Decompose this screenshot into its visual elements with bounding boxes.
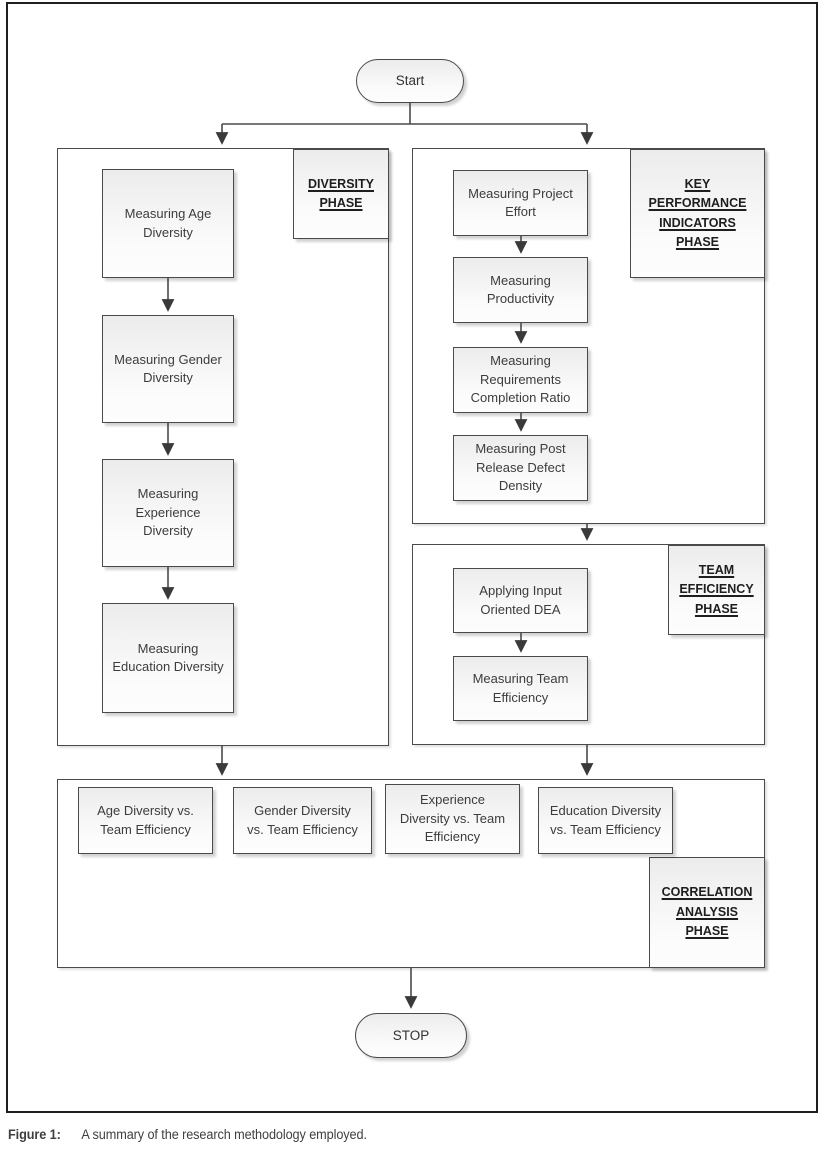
step-experience-diversity-vs-team-efficiency: Experience Diversity vs. Team Efficiency bbox=[385, 784, 520, 854]
kpi-phase-label: KEY PERFORMANCE INDICATORS PHASE bbox=[630, 149, 765, 278]
figure-caption-text: A summary of the research methodology em… bbox=[81, 1127, 367, 1142]
step-measuring-project-effort: Measuring Project Effort bbox=[453, 170, 588, 236]
step-measuring-requirements-completion-ratio: Measuring Requirements Completion Ratio bbox=[453, 347, 588, 413]
step-measuring-gender-diversity: Measuring Gender Diversity bbox=[102, 315, 234, 423]
step-age-diversity-vs-team-efficiency: Age Diversity vs. Team Efficiency bbox=[78, 787, 213, 854]
step-gender-diversity-vs-team-efficiency: Gender Diversity vs. Team Efficiency bbox=[233, 787, 372, 854]
figure-caption: Figure 1: A summary of the research meth… bbox=[8, 1127, 704, 1142]
step-education-diversity-vs-team-efficiency: Education Diversity vs. Team Efficiency bbox=[538, 787, 673, 854]
step-applying-input-oriented-dea: Applying Input Oriented DEA bbox=[453, 568, 588, 633]
stop-node: STOP bbox=[355, 1013, 467, 1058]
figure-caption-label: Figure 1: bbox=[8, 1127, 61, 1142]
step-measuring-productivity: Measuring Productivity bbox=[453, 257, 588, 323]
step-measuring-post-release-defect-density: Measuring Post Release Defect Density bbox=[453, 435, 588, 501]
correlation-phase-label: CORRELATION ANALYSIS PHASE bbox=[649, 857, 765, 968]
start-node: Start bbox=[356, 59, 464, 103]
diversity-phase-label: DIVERSITY PHASE bbox=[293, 149, 389, 239]
step-measuring-age-diversity: Measuring Age Diversity bbox=[102, 169, 234, 278]
step-measuring-experience-diversity: Measuring Experience Diversity bbox=[102, 459, 234, 567]
step-measuring-education-diversity: Measuring Education Diversity bbox=[102, 603, 234, 713]
step-measuring-team-efficiency: Measuring Team Efficiency bbox=[453, 656, 588, 721]
team-efficiency-phase-label: TEAM EFFICIENCY PHASE bbox=[668, 545, 765, 635]
